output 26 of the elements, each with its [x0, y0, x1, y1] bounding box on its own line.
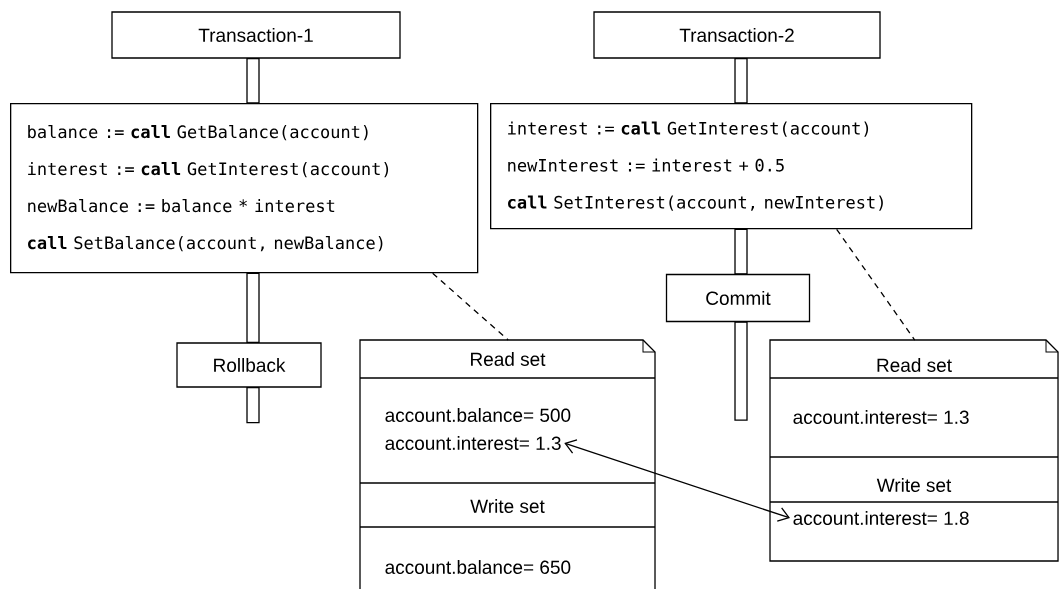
set-entry: account.interest= 1.3	[793, 410, 969, 424]
lifeline-bar	[246, 387, 260, 424]
transaction-box: Transaction-1	[111, 11, 401, 59]
transaction-box: Transaction-2	[593, 11, 881, 59]
set-entry: account.balance= 500	[385, 408, 571, 422]
section-heading: Read set	[471, 352, 546, 366]
set-entry: account.interest= 1.8	[793, 511, 969, 525]
set-entry: account.balance= 650	[385, 560, 571, 574]
lifeline-bar	[734, 58, 748, 104]
lifeline-bar	[246, 58, 260, 104]
commit-box: Commit	[665, 273, 811, 323]
note-box	[769, 339, 1059, 562]
code-box: balance := call GetBalance(account) interest := call GetInterest(account) newBalance := balance * interest call SetBalance(account, newBalance)	[10, 103, 479, 274]
rollback-box: Rollback	[176, 342, 322, 388]
section-heading: Write set	[470, 499, 545, 513]
lifeline-bar	[734, 228, 748, 275]
arrow	[564, 439, 790, 522]
section-heading: Read set	[877, 358, 952, 372]
lifeline-bar	[734, 321, 748, 421]
code-box: interest := call GetInterest(account) newInterest := interest + 0.5 call SetInterest(account, newInterest)	[490, 103, 973, 230]
dashed-connector	[432, 272, 509, 341]
dashed-connector	[836, 228, 916, 341]
lifeline-bar	[246, 272, 260, 343]
section-heading: Write set	[876, 478, 952, 492]
note-box	[359, 339, 656, 589]
set-entry: account.interest= 1.3	[385, 436, 561, 450]
